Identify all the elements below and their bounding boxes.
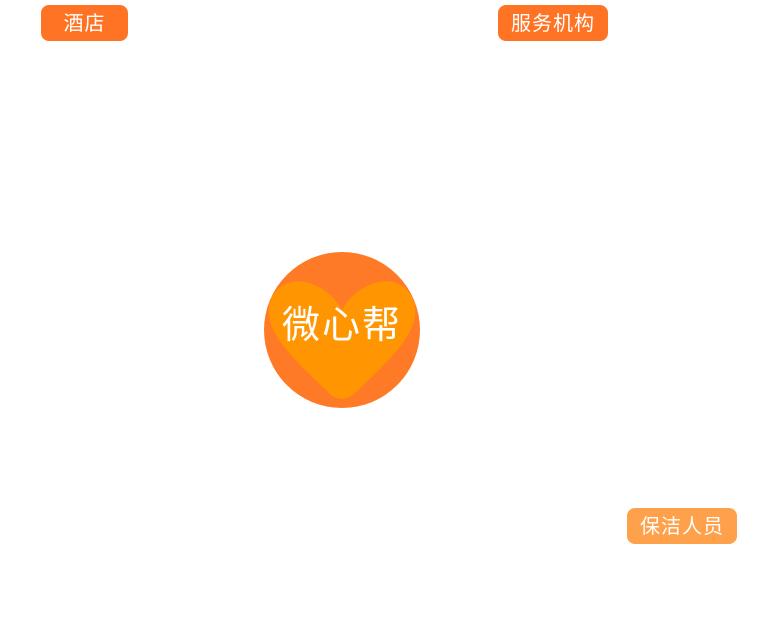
node-hotel-label: 酒店 bbox=[63, 11, 106, 35]
node-cleaner: 保洁人员 bbox=[627, 508, 737, 544]
center-label: 微心帮 bbox=[281, 303, 402, 347]
heart-icon bbox=[268, 281, 416, 399]
node-cleaner-label: 保洁人员 bbox=[640, 514, 724, 538]
center-hub: 微心帮 bbox=[264, 252, 420, 408]
node-service-agency: 服务机构 bbox=[498, 5, 608, 41]
heart-shape bbox=[268, 281, 416, 399]
node-service-agency-label: 服务机构 bbox=[511, 11, 595, 35]
node-hotel: 酒店 bbox=[41, 5, 128, 41]
